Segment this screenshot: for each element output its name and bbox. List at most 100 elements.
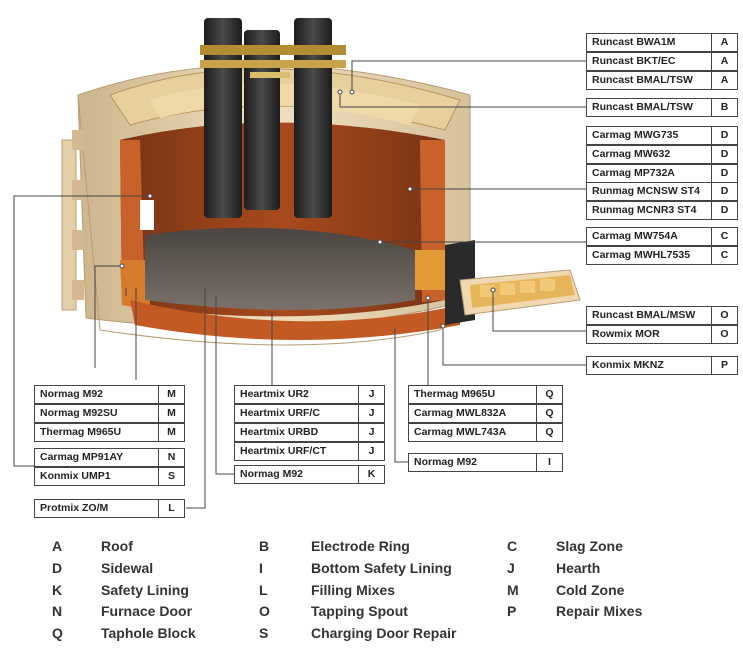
label-row: Normag M92 K xyxy=(234,465,385,484)
label-row: Runcast BMAL/TSW A xyxy=(586,71,738,90)
legend-term: Bottom Safety Lining xyxy=(311,560,452,576)
label-row: Rowmix MOR O xyxy=(586,325,738,344)
label-code: Q xyxy=(536,386,562,403)
label-row: Normag M92 M xyxy=(34,385,185,404)
label-row: Heartmix URF/CT J xyxy=(234,442,385,461)
label-row: Konmix UMP1 S xyxy=(34,467,185,486)
legend-code: B xyxy=(259,538,270,554)
label-row: Heartmix UR2 J xyxy=(234,385,385,404)
label-name: Carmag MWG735 xyxy=(592,129,679,141)
label-name: Carmag MP732A xyxy=(592,167,675,179)
label-row: Runmag MCNSW ST4 D xyxy=(586,182,738,201)
label-name: Runmag MCNSW ST4 xyxy=(592,185,700,197)
label-code: M xyxy=(158,424,184,441)
label-code: D xyxy=(711,183,737,200)
label-name: Runcast BMAL/TSW xyxy=(592,101,693,113)
label-name: Runcast BMAL/TSW xyxy=(592,74,693,86)
label-code: D xyxy=(711,146,737,163)
label-name: Normag M92 xyxy=(240,468,304,480)
legend-code: M xyxy=(507,582,519,598)
legend-term: Taphole Block xyxy=(101,625,196,641)
label-row: Runcast BMAL/MSW O xyxy=(586,306,738,325)
legend-code: S xyxy=(259,625,269,641)
label-name: Carmag MWHL7535 xyxy=(592,249,691,261)
label-code: C xyxy=(711,228,737,245)
label-row: Heartmix URF/C J xyxy=(234,404,385,423)
label-name: Carmag MWL832A xyxy=(414,407,507,419)
label-name: Normag M92SU xyxy=(40,407,118,419)
label-name: Carmag MWL743A xyxy=(414,426,507,438)
legend-code: O xyxy=(259,603,270,619)
label-code: D xyxy=(711,165,737,182)
legend-code: L xyxy=(259,582,268,598)
legend-code: I xyxy=(259,560,263,576)
legend-term: Charging Door Repair xyxy=(311,625,457,641)
legend-code: P xyxy=(507,603,517,619)
label-row: Carmag MW754A C xyxy=(586,227,738,246)
label-name: Carmag MP91AY xyxy=(40,451,124,463)
label-name: Normag M92 xyxy=(40,388,104,400)
label-row: Heartmix URBD J xyxy=(234,423,385,442)
label-code: O xyxy=(711,307,737,324)
label-code: M xyxy=(158,386,184,403)
label-code: J xyxy=(358,424,384,441)
legend-term: Electrode Ring xyxy=(311,538,410,554)
label-name: Carmag MW632 xyxy=(592,148,671,160)
legend-code: K xyxy=(52,582,63,598)
legend-code: D xyxy=(52,560,63,576)
label-row: Thermag M965U Q xyxy=(408,385,563,404)
label-row: Carmag MWHL7535 C xyxy=(586,246,738,265)
label-row: Runcast BMAL/TSW B xyxy=(586,98,738,117)
label-code: P xyxy=(711,357,737,374)
label-code: D xyxy=(711,127,737,144)
label-code: C xyxy=(711,247,737,264)
label-name: Konmix MKNZ xyxy=(592,359,664,371)
label-row: Runmag MCNR3 ST4 D xyxy=(586,201,738,220)
label-code: J xyxy=(358,443,384,460)
label-code: A xyxy=(711,34,737,51)
label-name: Protmix ZO/M xyxy=(40,502,109,514)
label-code: Q xyxy=(536,405,562,422)
label-code: B xyxy=(711,99,737,116)
leader-lines xyxy=(13,60,586,509)
label-name: Runmag MCNR3 ST4 xyxy=(592,204,697,216)
label-row: Normag M92 I xyxy=(408,453,563,472)
label-code: D xyxy=(711,202,737,219)
hearth-bowl xyxy=(130,227,460,340)
label-code: S xyxy=(158,468,184,485)
legend-code: J xyxy=(507,560,515,576)
label-name: Normag M92 xyxy=(414,456,478,468)
label-name: Runcast BMAL/MSW xyxy=(592,309,696,321)
legend-term: Filling Mixes xyxy=(311,582,396,598)
label-row: Carmag MWL743A Q xyxy=(408,423,563,442)
label-row: Runcast BKT/EC A xyxy=(586,52,738,71)
label-row: Konmix MKNZ P xyxy=(586,356,738,375)
label-code: I xyxy=(536,454,562,471)
legend-term: Slag Zone xyxy=(556,538,623,554)
label-code: A xyxy=(711,72,737,89)
label-row: Carmag MWG735 D xyxy=(586,126,738,145)
legend-code: A xyxy=(52,538,63,554)
legend-term: Furnace Door xyxy=(101,603,193,619)
tapping-spout xyxy=(445,240,581,325)
label-code: N xyxy=(158,449,184,466)
legend-term: Cold Zone xyxy=(556,582,625,598)
label-row: Normag M92SU M xyxy=(34,404,185,423)
label-row: Runcast BWA1M A xyxy=(586,33,738,52)
legend-term: Safety Lining xyxy=(101,582,189,598)
label-code: J xyxy=(358,405,384,422)
legend-code: C xyxy=(507,538,518,554)
label-row: Carmag MW632 D xyxy=(586,145,738,164)
label-code: O xyxy=(711,326,737,343)
label-name: Runcast BWA1M xyxy=(592,36,676,48)
label-code: L xyxy=(158,500,184,517)
legend-term: Tapping Spout xyxy=(311,603,408,619)
legend-code: N xyxy=(52,603,63,619)
legend-term: Repair Mixes xyxy=(556,603,643,619)
label-code: J xyxy=(358,386,384,403)
label-name: Thermag M965U xyxy=(40,426,122,438)
legend-term: Roof xyxy=(101,538,133,554)
label-row: Carmag MP91AY N xyxy=(34,448,185,467)
legend-code: Q xyxy=(52,625,63,641)
